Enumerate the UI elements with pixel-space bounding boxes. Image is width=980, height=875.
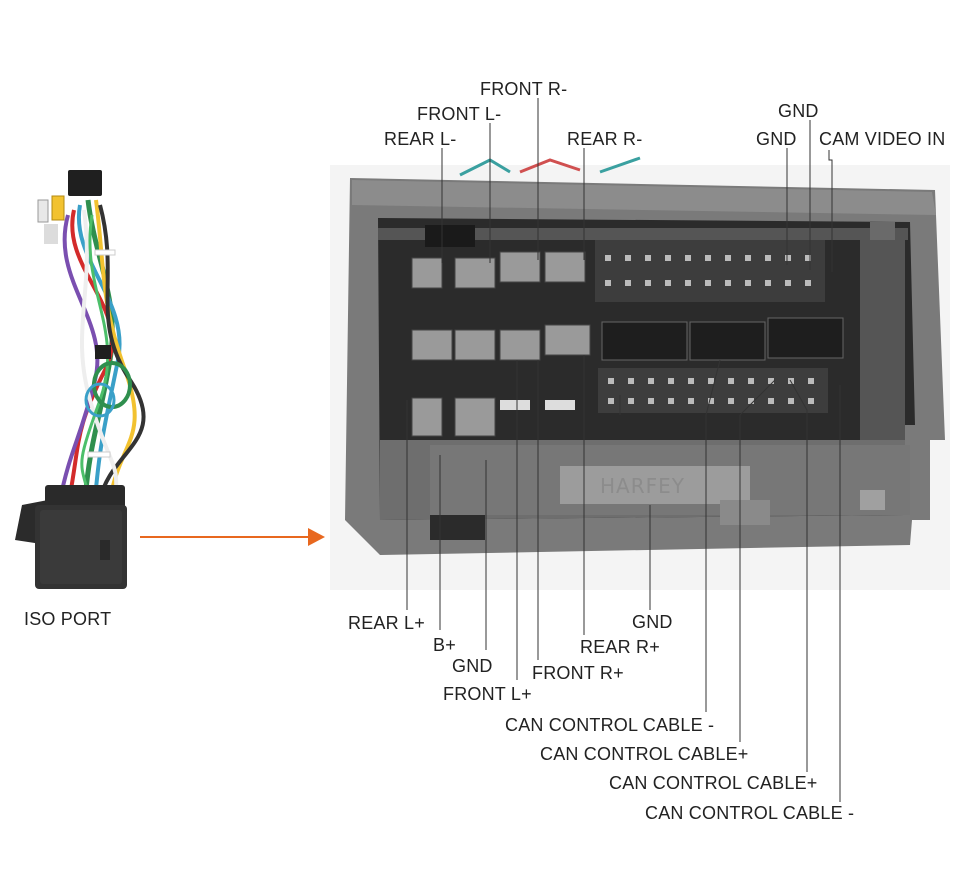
leader-lines-top <box>441 98 833 272</box>
label-can-control-3: CAN CONTROL CABLE+ <box>609 773 818 793</box>
label-gnd-top-1: GND <box>778 101 819 121</box>
label-rear-r-plus: REAR R+ <box>580 637 660 657</box>
label-cam-video-in: CAM VIDEO IN <box>819 129 946 149</box>
brand-watermark: HARFEY <box>600 474 685 498</box>
label-gnd-bottom-left: GND <box>452 656 493 676</box>
label-front-r-minus: FRONT R- <box>480 79 568 99</box>
label-b-plus: B+ <box>433 635 456 655</box>
arrow-icon <box>140 528 325 546</box>
leader-lines-bottom <box>406 355 841 802</box>
label-gnd-top-2: GND <box>756 129 797 149</box>
label-rear-r-minus: REAR R- <box>567 129 643 149</box>
iso-port-label: ISO PORT <box>24 609 112 629</box>
label-gnd-bottom-right: GND <box>632 612 673 632</box>
label-front-l-minus: FRONT L- <box>417 104 502 124</box>
iso-harness-image <box>15 170 146 589</box>
label-front-l-plus: FRONT L+ <box>443 684 532 704</box>
label-front-r-plus: FRONT R+ <box>532 663 624 683</box>
label-rear-l-plus: REAR L+ <box>348 613 425 633</box>
connector-face-image <box>330 156 950 590</box>
label-can-control-1: CAN CONTROL CABLE - <box>505 715 715 735</box>
label-can-control-4: CAN CONTROL CABLE - <box>645 803 855 823</box>
label-can-control-2: CAN CONTROL CABLE+ <box>540 744 749 764</box>
label-rear-l-minus: REAR L- <box>384 129 457 149</box>
